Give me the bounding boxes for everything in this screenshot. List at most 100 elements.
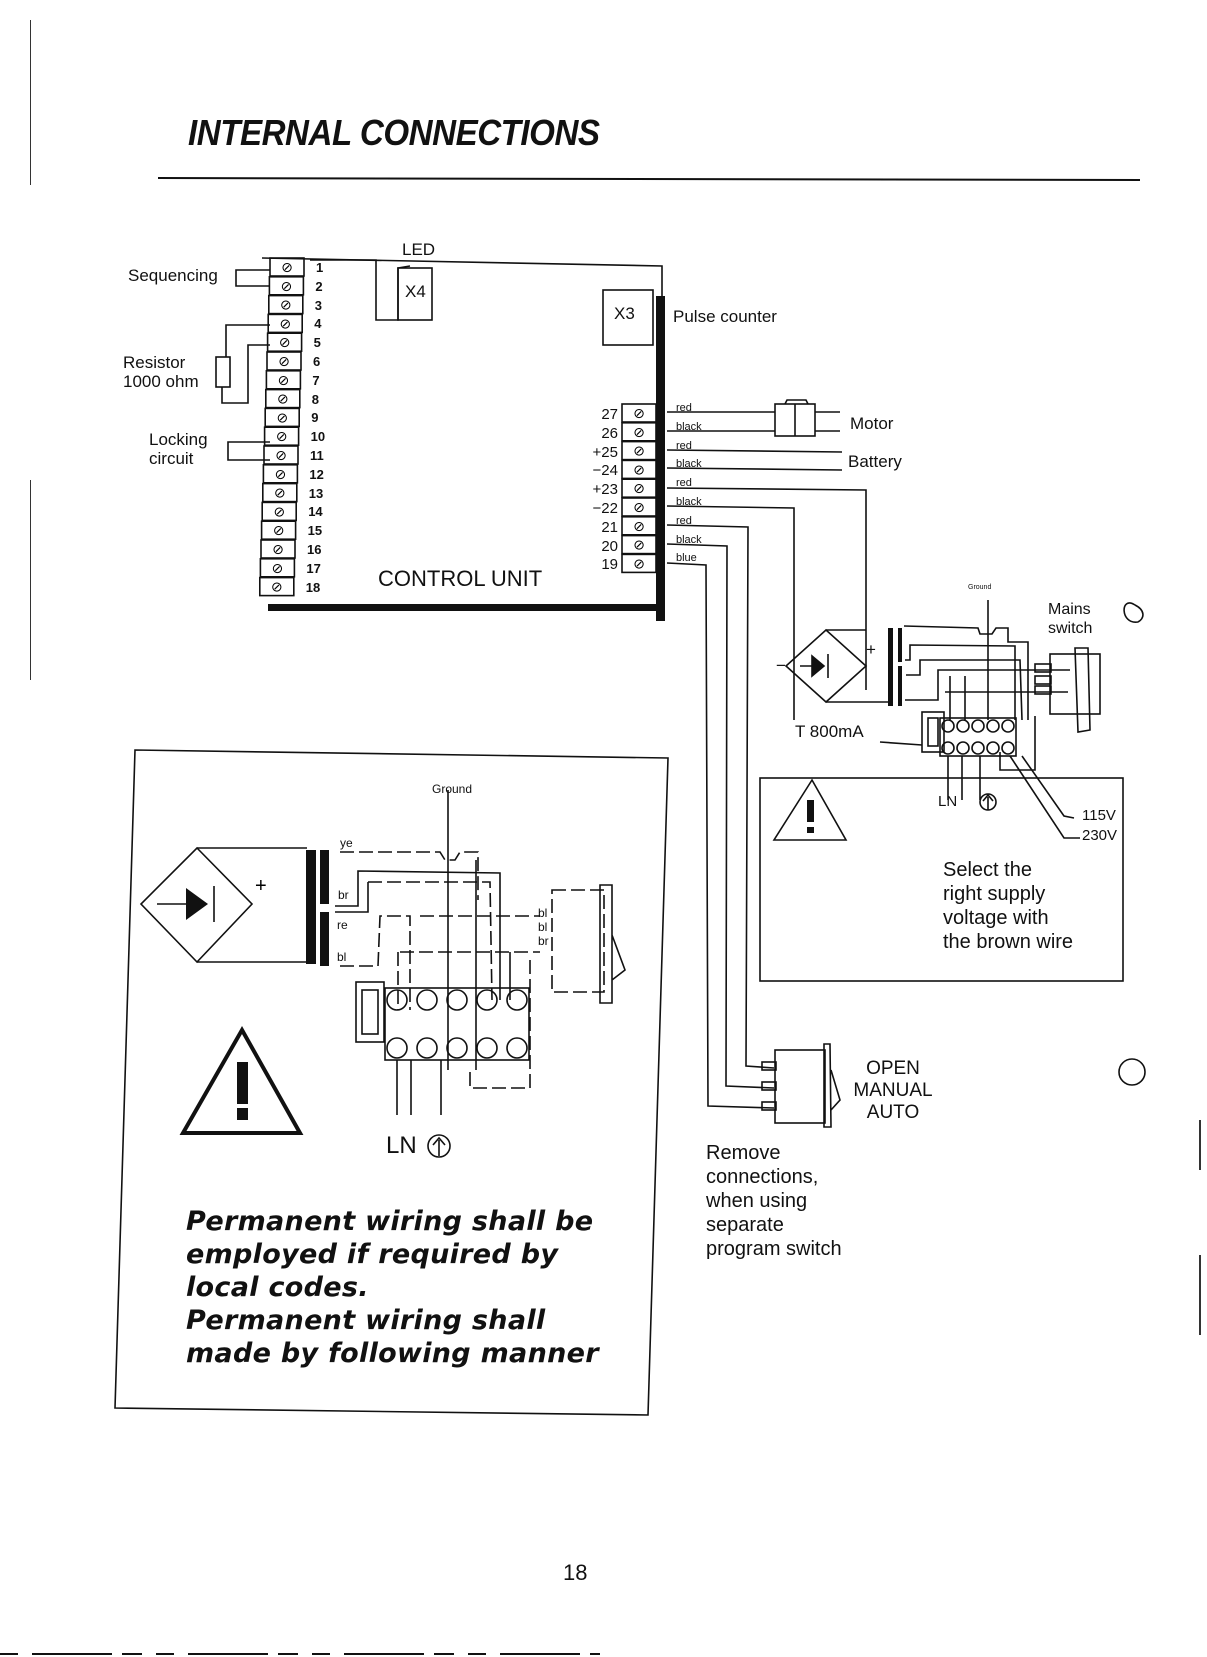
- note-line: Remove: [706, 1142, 781, 1164]
- terminal-number: 17: [306, 560, 321, 576]
- rectifier-wire-minus: [666, 505, 795, 720]
- terminal-number: 21: [601, 518, 618, 536]
- terminal-screw: [986, 741, 1000, 755]
- note-line: program switch: [706, 1238, 842, 1260]
- terminal-screw-left: [258, 576, 295, 597]
- terminal-block-body: [384, 987, 530, 1061]
- wire-tag-br: br: [338, 888, 349, 902]
- screw-icon: ⊘: [275, 448, 287, 464]
- terminal-screw: [386, 989, 408, 1011]
- terminal-screw: [1001, 741, 1015, 755]
- position-manual: MANUAL: [853, 1080, 933, 1101]
- terminal-screw: [941, 719, 955, 733]
- screw-icon: ⊘: [633, 500, 645, 516]
- wire-color-label: red: [676, 439, 692, 452]
- led-wire: [310, 259, 411, 321]
- v230-leader: [1009, 755, 1080, 839]
- note-line: Select the: [943, 859, 1032, 881]
- svg-text:+: +: [255, 875, 267, 897]
- fuse-holder-bottom: [355, 981, 385, 1043]
- note-line: separate: [706, 1214, 784, 1236]
- terminal-screw: [446, 989, 468, 1011]
- warning-line: employed if required by: [186, 1239, 559, 1270]
- terminal-block-top: [939, 717, 1017, 757]
- terminal-screw: [956, 741, 970, 755]
- left-terminal-strip: ⊘⊘⊘⊘⊘⊘⊘⊘⊘⊘⊘⊘⊘⊘⊘⊘⊘⊘: [258, 257, 305, 597]
- terminal-number: −24: [592, 462, 618, 480]
- terminal-screw: [506, 989, 528, 1011]
- terminal-screw: [416, 1037, 438, 1059]
- supply-note-box: [759, 777, 1124, 982]
- wire-tag-re: re: [337, 918, 348, 932]
- note-line: the brown wire: [943, 931, 1074, 953]
- screw-icon: ⊘: [278, 373, 290, 389]
- terminal-screw: [941, 741, 955, 755]
- terminal-screw-right: [621, 534, 657, 555]
- warning-line: Permanent wiring shall: [186, 1305, 546, 1336]
- mains-switch-bottom: [551, 889, 605, 993]
- screw-icon: ⊘: [273, 523, 285, 539]
- note-line: right supply: [943, 883, 1046, 905]
- note-line: connections,: [706, 1166, 819, 1188]
- terminal-screw-right: [621, 421, 657, 442]
- wire-color-label: black: [676, 533, 702, 546]
- terminal-screw-right: [621, 553, 657, 574]
- terminal-number: 27: [601, 406, 618, 423]
- terminal-block-body: [939, 717, 1017, 757]
- terminal-screw: [476, 1037, 498, 1059]
- screw-icon: ⊘: [277, 392, 289, 408]
- ground-label-bottom: Ground: [432, 782, 473, 796]
- terminal-screw-left: [267, 313, 304, 334]
- screw-icon: ⊘: [633, 556, 645, 572]
- ground-symbol-top: [979, 793, 997, 811]
- v115-leader: [1021, 755, 1075, 819]
- mains-switch-label: Mains: [1048, 601, 1091, 618]
- locking-bracket: [227, 441, 270, 461]
- switch-tag-bl: bl: [538, 906, 548, 920]
- battery-wire: [666, 449, 843, 453]
- terminal-screw-left: [262, 463, 299, 484]
- terminal-number: 7: [312, 372, 320, 388]
- note-line: when using: [706, 1190, 808, 1212]
- control-unit-edge: [656, 296, 665, 621]
- screw-icon: ⊘: [276, 410, 288, 426]
- fuse-leader: [879, 741, 923, 746]
- screw-icon: ⊘: [274, 486, 286, 502]
- rectifier-plus: +: [866, 640, 876, 659]
- terminal-number: 16: [307, 542, 322, 557]
- screw-icon: ⊘: [281, 260, 293, 276]
- permanent-wiring-text: Permanent wiring shall be employed if re…: [186, 1205, 599, 1370]
- terminal-screw: [1001, 719, 1015, 733]
- rectifier-top: [784, 628, 902, 706]
- wire-tag-bl: bl: [337, 950, 347, 964]
- locking-label: Locking: [149, 430, 208, 449]
- ground-symbol-bottom: [427, 1134, 451, 1158]
- warning-triangle-large: [179, 1025, 304, 1135]
- terminal-screw: [986, 719, 1000, 733]
- screw-icon: ⊘: [281, 279, 293, 295]
- mains-switch-label-2: switch: [1048, 620, 1093, 637]
- terminal-screw: [956, 719, 970, 733]
- terminal-number: 18: [305, 579, 321, 595]
- switch-tag-bl-2: bl: [538, 920, 548, 934]
- margin-line: [30, 480, 31, 680]
- margin-line: [1199, 1120, 1201, 1170]
- terminal-number: −22: [592, 500, 618, 517]
- terminal-block-bottom: [384, 987, 530, 1061]
- terminal-number: +25: [592, 443, 618, 461]
- screw-icon: ⊘: [276, 429, 288, 445]
- v115-label: 115V: [1082, 807, 1116, 824]
- control-unit-label: CONTROL UNIT: [378, 566, 543, 591]
- pulse-counter-label: Pulse counter: [673, 307, 777, 326]
- program-wire: [666, 524, 775, 1069]
- supply-note: Select the right supply voltage with the…: [943, 858, 1073, 954]
- position-open: OPEN: [866, 1058, 920, 1079]
- terminal-number: 13: [308, 485, 324, 501]
- terminal-number: 11: [310, 448, 324, 463]
- terminal-number: 26: [601, 424, 618, 442]
- wire-color-label: blue: [676, 552, 697, 565]
- permanent-wiring-box: [114, 749, 669, 1416]
- screw-icon: ⊘: [273, 504, 285, 520]
- screw-icon: ⊘: [633, 481, 645, 497]
- terminal-number: 4: [314, 316, 322, 332]
